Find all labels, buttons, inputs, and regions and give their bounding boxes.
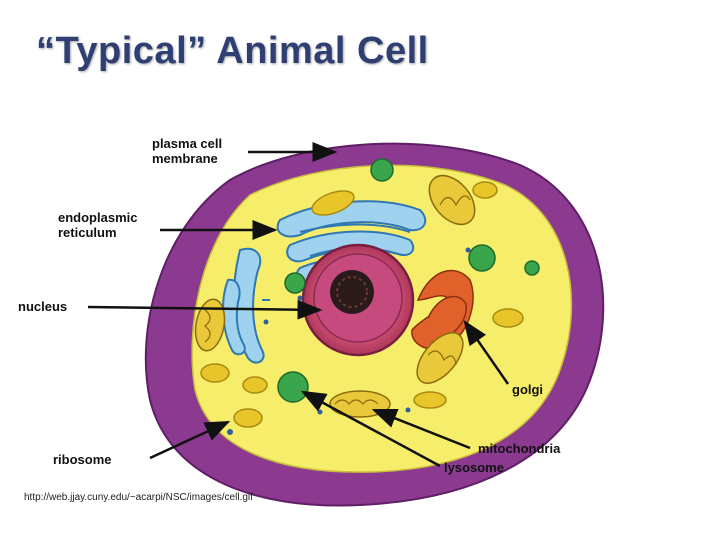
lysosome [284,272,306,294]
arrow-golgi [463,319,510,385]
arrow-ribosome [149,420,231,460]
mitochondria-cristae [204,195,471,405]
source-url: http://web.jjay.cuny.edu/~acarpi/NSC/ima… [24,492,253,503]
label-mitochondria: mitochondria [478,441,561,456]
label-lysosome: lysosome [444,460,504,475]
label-golgi: golgi [512,382,544,397]
label-ribosome: ribosome [53,452,112,467]
label-nucleus: nucleus [18,299,68,314]
arrow-mitochondria [371,408,471,450]
nucleolus [330,270,374,314]
label-endoplasmic-reticulum: endoplasmic reticulum [58,210,138,240]
lysosome [277,371,309,403]
label-plasma-membrane: plasma cell membrane [152,136,223,166]
mitochondria-group [194,174,476,418]
mitochondrion [194,298,226,352]
arrow-nucleus [87,299,323,320]
lysosome [370,158,394,182]
pointer-lines [87,142,510,468]
nucleolus-texture [336,276,368,308]
vacuoles [200,181,524,428]
lysosome [524,260,540,276]
lysosome [468,244,496,272]
mitochondrion [416,332,464,384]
arrow-lysosome [300,390,441,468]
page-title: “Typical” Animal Cell [36,30,429,72]
lysosomes [277,158,540,403]
